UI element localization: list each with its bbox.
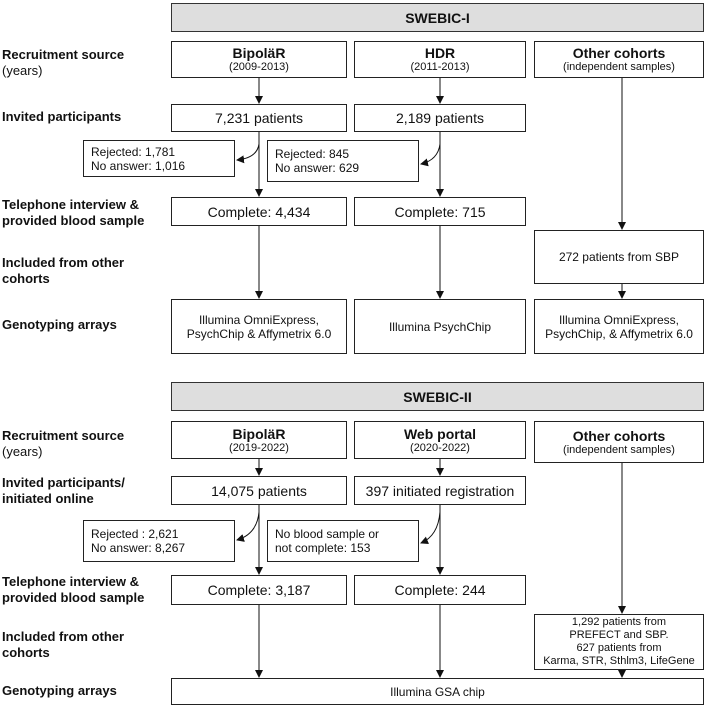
array-text: Illumina GSA chip [390,684,485,699]
label-genotyping-arrays-1: Genotyping arrays [2,317,117,333]
label-text: Telephone interview & [2,197,140,212]
source-name: HDR [424,45,456,61]
swebic-i-header: SWEBIC-I [171,3,704,32]
rejected-text: No blood sample or [275,527,380,541]
invited-count: 397 initiated registration [365,482,515,499]
no-answer-text: No answer: 1,016 [91,158,186,173]
source-years: (2009-2013) [229,61,289,73]
swebic-ii-header: SWEBIC-II [171,382,704,411]
rejected-box-bipolar-1: Rejected: 1,781 No answer: 1,016 [83,140,235,177]
invited-box-bipolar-1: 7,231 patients [171,104,347,132]
source-years: (independent samples) [563,61,675,73]
source-box-bipolar-1: BipoläR (2009-2013) [171,41,347,78]
complete-count: Complete: 4,434 [207,203,311,220]
label-text: Recruitment source [2,428,125,443]
complete-box-web-portal: Complete: 244 [354,575,526,605]
array-box-hdr: Illumina PsychChip [354,299,526,354]
source-box-other-cohorts-2: Other cohorts (independent samples) [534,421,704,463]
source-name: Other cohorts [572,45,666,61]
array-text: Illumina OmniExpress, [198,312,320,327]
label-invited-participants-2: Invited participants/ initiated online [2,475,125,507]
label-text: (years) [2,444,43,459]
array-text: Illumina OmniExpress, [558,312,680,327]
invited-box-bipolar-2: 14,075 patients [171,476,347,505]
source-name: BipoläR [232,425,286,442]
label-text: initiated online [2,491,94,506]
label-text: Telephone interview & [2,574,140,589]
label-text: cohorts [2,645,50,660]
label-text: Recruitment source [2,47,125,62]
included-other-text: Karma, STR, Sthlm3, LifeGene [543,655,695,667]
no-answer-text: No answer: 629 [275,161,360,175]
complete-box-bipolar-1: Complete: 4,434 [171,197,347,226]
label-text: (years) [2,63,43,78]
rejected-text: Rejected: 1,781 [91,144,176,159]
invited-count: 2,189 patients [396,110,484,126]
invited-box-hdr: 2,189 patients [354,104,526,132]
complete-count: Complete: 715 [394,203,486,220]
complete-count: Complete: 3,187 [207,582,311,598]
label-text: Invited participants [2,109,122,124]
included-other-text: 627 patients from [576,642,662,654]
source-years: (2019-2022) [229,441,289,454]
array-box-gsa: Illumina GSA chip [171,678,704,705]
invited-count: 14,075 patients [211,482,307,499]
label-recruitment-source-1: Recruitment source (years) [2,47,124,79]
source-box-other-cohorts-1: Other cohorts (independent samples) [534,41,704,78]
rejected-box-bipolar-2: Rejected : 2,621 No answer: 8,267 [83,520,235,562]
label-recruitment-source-2: Recruitment source (years) [2,428,124,460]
rejected-text: Rejected: 845 [275,147,350,161]
label-invited-participants-1: Invited participants [2,109,121,125]
arrow-hdr-rejected [420,143,441,167]
label-telephone-interview-2: Telephone interview & provided blood sam… [2,574,144,606]
source-name: Web portal [403,425,477,442]
source-box-bipolar-2: BipoläR (2019-2022) [171,421,347,459]
array-box-other-cohorts-1: Illumina OmniExpress, PsychChip, & Affym… [534,299,704,354]
label-text: Genotyping arrays [2,317,117,332]
label-text: cohorts [2,271,50,286]
label-text: Included from other [2,255,125,270]
arrow-bipolar1-rejected [236,143,260,164]
invited-box-web-portal: 397 initiated registration [354,476,526,505]
source-years: (2020-2022) [410,441,470,454]
swebic-i-title: SWEBIC-I [405,9,470,26]
swebic-ii-title: SWEBIC-II [403,388,472,405]
source-years: (2011-2013) [410,61,470,73]
arrow-web-rejected [420,511,441,545]
included-other-text: PREFECT and SBP. [569,629,669,641]
no-answer-text: No answer: 8,267 [91,541,186,555]
source-name: BipoläR [232,45,286,61]
complete-box-bipolar-2: Complete: 3,187 [171,575,347,605]
label-text: provided blood sample [2,213,145,228]
array-text: PsychChip & Affymetrix 6.0 [186,326,332,341]
label-included-other-1: Included from other cohorts [2,255,124,287]
source-name: Other cohorts [572,427,666,444]
array-text: PsychChip, & Affymetrix 6.0 [545,326,693,341]
label-genotyping-arrays-2: Genotyping arrays [2,683,117,699]
array-text: Illumina PsychChip [388,319,492,334]
label-text: provided blood sample [2,590,145,605]
included-other-text: 1,292 patients from [571,616,667,628]
included-other-box-2: 1,292 patients from PREFECT and SBP. 627… [534,614,704,670]
array-box-bipolar-1: Illumina OmniExpress, PsychChip & Affyme… [171,299,347,354]
arrow-bipolar2-rejected [236,511,260,542]
source-box-hdr: HDR (2011-2013) [354,41,526,78]
included-other-box-1: 272 patients from SBP [534,230,704,284]
rejected-text: Rejected : 2,621 [91,527,179,541]
rejected-box-hdr: Rejected: 845 No answer: 629 [267,140,419,182]
complete-box-hdr: Complete: 715 [354,197,526,226]
label-text: Included from other [2,629,125,644]
source-years: (independent samples) [563,443,675,456]
label-text: Genotyping arrays [2,683,117,698]
label-included-other-2: Included from other cohorts [2,629,124,661]
rejected-box-web-portal: No blood sample or not complete: 153 [267,520,419,562]
label-text: Invited participants/ [2,475,125,490]
not-complete-text: not complete: 153 [275,541,371,555]
invited-count: 7,231 patients [215,110,303,126]
source-box-web-portal: Web portal (2020-2022) [354,421,526,459]
label-telephone-interview-1: Telephone interview & provided blood sam… [2,197,144,229]
complete-count: Complete: 244 [394,582,486,598]
included-other-text: 272 patients from SBP [558,250,680,264]
